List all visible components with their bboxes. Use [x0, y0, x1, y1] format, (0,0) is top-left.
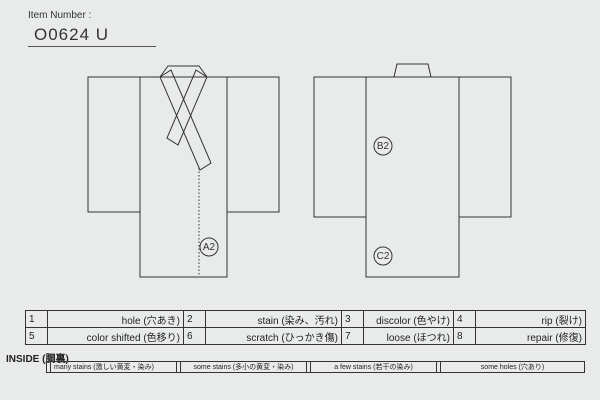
inside-option: many stains (激しい黄変・染み)	[50, 361, 177, 373]
legend-label: stain (染み、汚れ)	[205, 310, 342, 328]
inside-option: a few stains (若干の染み)	[310, 361, 437, 373]
inside-condition-table: many stains (激しい黄変・染み) some stains (多小の黄…	[46, 361, 585, 373]
mark-circle-b2	[373, 136, 393, 156]
legend-number: 1	[25, 310, 48, 328]
inside-option: some holes (穴あり)	[440, 361, 585, 373]
legend-number: 7	[341, 327, 364, 345]
inside-row: many stains (激しい黄変・染み) some stains (多小の黄…	[46, 361, 585, 373]
legend-label: loose (ほつれ)	[363, 327, 454, 345]
mark-c2: C2	[377, 251, 390, 262]
inside-option: some stains (多小の黄変・染み)	[180, 361, 307, 373]
legend-number: 8	[453, 327, 476, 345]
mark-b2: B2	[377, 141, 390, 152]
kimono-front-outline	[87, 76, 280, 278]
legend-label: discolor (色やけ)	[363, 310, 454, 328]
mark-a2: A2	[203, 242, 216, 253]
legend-label: color shifted (色移り)	[47, 327, 184, 345]
damage-legend-table: 1 hole (穴あき) 2 stain (染み、汚れ) 3 discolor …	[25, 310, 586, 345]
item-number-label: Item Number :	[28, 10, 92, 21]
legend-row: 5 color shifted (色移り) 6 scratch (ひっかき傷) …	[25, 327, 586, 345]
legend-label: rip (裂け)	[475, 310, 586, 328]
legend-number: 2	[183, 310, 206, 328]
mark-circle-a2	[199, 237, 219, 257]
legend-number: 3	[341, 310, 364, 328]
kimono-diagram: A2 B2 C2	[87, 63, 512, 278]
item-number-value: O0624 U	[34, 25, 110, 44]
legend-number: 6	[183, 327, 206, 345]
legend-label: repair (修復)	[475, 327, 586, 345]
inside-heading: INSIDE (胴裏)	[6, 354, 69, 365]
item-number-underline	[28, 46, 156, 47]
mark-circle-c2	[373, 246, 393, 266]
legend-row: 1 hole (穴あき) 2 stain (染み、汚れ) 3 discolor …	[25, 310, 586, 328]
kimono-front-collar	[159, 65, 212, 277]
legend-number: 4	[453, 310, 476, 328]
kimono-back-outline	[313, 63, 512, 278]
legend-number: 5	[25, 327, 48, 345]
legend-label: scratch (ひっかき傷)	[205, 327, 342, 345]
legend-label: hole (穴あき)	[47, 310, 184, 328]
